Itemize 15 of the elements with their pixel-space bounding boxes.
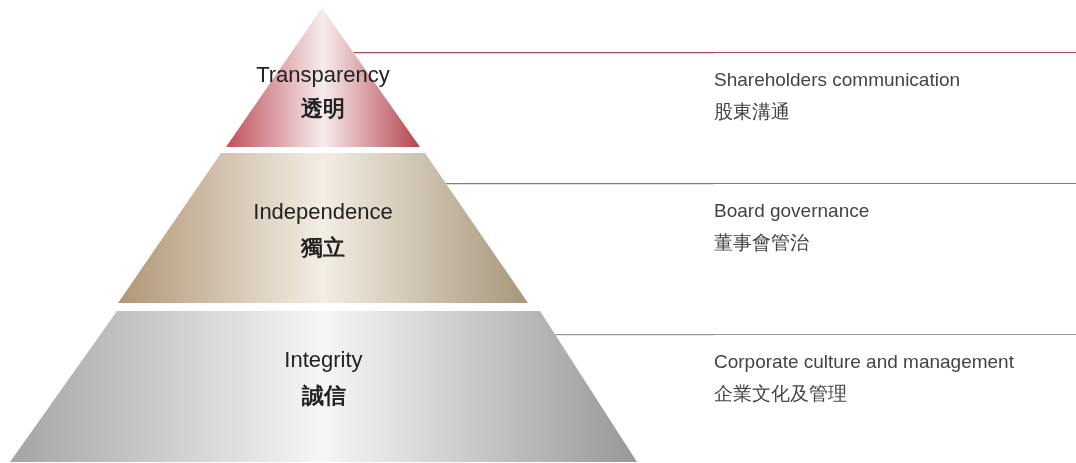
leader-line <box>445 183 715 185</box>
description-text: Shareholders communication <box>714 52 1076 91</box>
tier-label: Integrity <box>283 347 364 373</box>
leader-line <box>554 334 715 336</box>
tier-label: Transparency <box>255 62 391 88</box>
tier-label: 誠信 <box>300 382 347 410</box>
leader-line <box>352 52 715 54</box>
description-text: Board governance <box>714 183 1076 222</box>
description-text: 董事會管治 <box>714 231 810 255</box>
description-text: 股東溝通 <box>714 100 791 124</box>
description-text: 企業文化及管理 <box>714 382 848 406</box>
tier-label: 透明 <box>300 95 346 123</box>
tier-label: Independence <box>252 199 394 225</box>
tier-label: 獨立 <box>299 234 346 262</box>
description-text: Corporate culture and management <box>714 334 1076 373</box>
